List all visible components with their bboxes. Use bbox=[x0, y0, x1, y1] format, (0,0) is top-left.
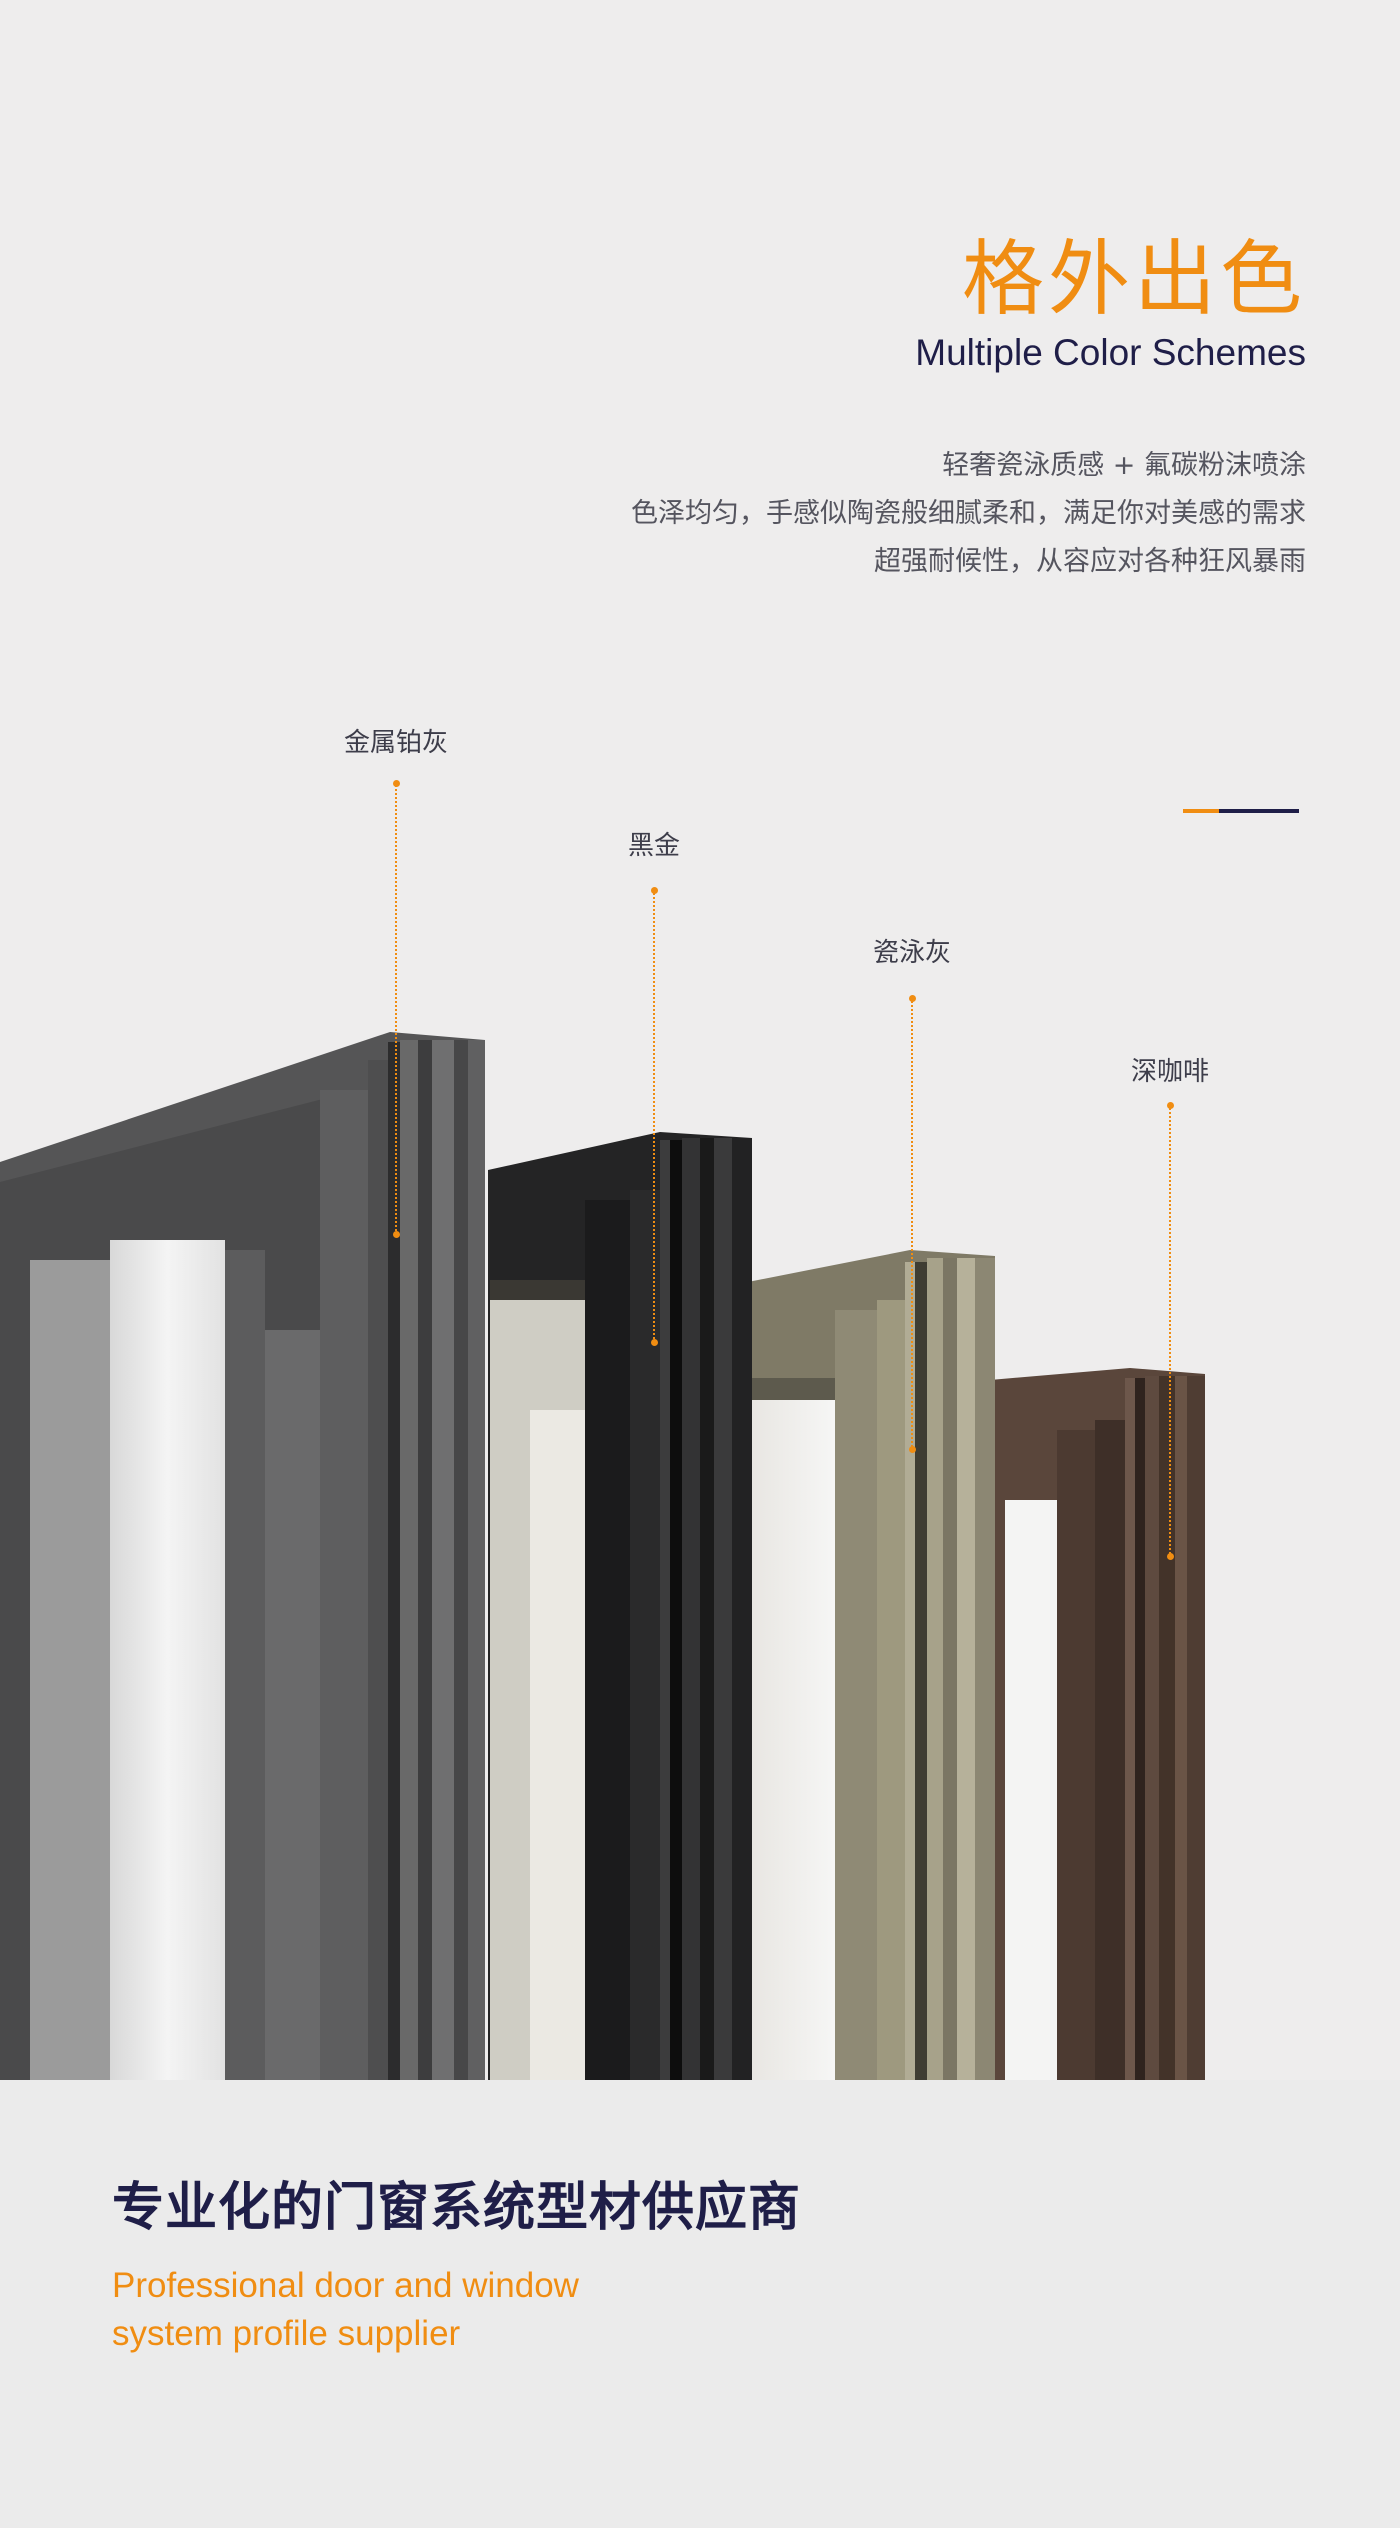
leader-dot bbox=[909, 1446, 916, 1453]
slogan-line: Professional door and window bbox=[112, 2266, 579, 2305]
frame-black-gold bbox=[488, 1132, 752, 2080]
leader-dot bbox=[909, 995, 916, 1002]
decorative-line-navy bbox=[1219, 809, 1299, 813]
color-label-deep-coffee: 深咖啡 bbox=[1130, 1057, 1210, 1087]
frame-platinum-grey bbox=[0, 1032, 485, 2080]
description-line: 超强耐候性，从容应对各种狂风暴雨 bbox=[874, 546, 1306, 577]
frame-deep-coffee bbox=[990, 1368, 1205, 2080]
page-title: 格外出色 bbox=[961, 232, 1306, 327]
slogan-line: system profile supplier bbox=[112, 2314, 461, 2353]
description: 轻奢瓷泳质感 + 氟碳粉沫喷涂 色泽均匀，手感似陶瓷般细腻柔和，满足你对美感的需… bbox=[631, 442, 1306, 586]
footer-section bbox=[0, 2080, 1400, 2528]
frame-porcelain-grey bbox=[748, 1250, 995, 2080]
description-line: 轻奢瓷泳质感 + 氟碳粉沫喷涂 bbox=[942, 450, 1306, 481]
page-subtitle: Multiple Color Schemes bbox=[915, 332, 1306, 373]
leader-line bbox=[395, 782, 397, 1234]
description-line: 色泽均匀，手感似陶瓷般细腻柔和，满足你对美感的需求 bbox=[631, 498, 1306, 529]
leader-dot bbox=[393, 1231, 400, 1238]
color-label-porcelain-grey: 瓷泳灰 bbox=[872, 938, 952, 968]
leader-dot bbox=[651, 887, 658, 894]
leader-dot bbox=[1167, 1553, 1174, 1560]
color-label-black-gold: 黑金 bbox=[627, 831, 681, 861]
leader-dot bbox=[651, 1339, 658, 1346]
decorative-line-accent bbox=[1183, 809, 1219, 813]
color-label-platinum-grey: 金属铂灰 bbox=[343, 728, 449, 758]
leader-line bbox=[1169, 1105, 1171, 1557]
leader-dot bbox=[393, 780, 400, 787]
leader-line bbox=[653, 890, 655, 1343]
window-frames-illustration bbox=[0, 1032, 1205, 2080]
leader-dot bbox=[1167, 1102, 1174, 1109]
slogan-title: 专业化的门窗系统型材供应商 bbox=[112, 2178, 802, 2238]
leader-line bbox=[911, 998, 913, 1450]
slogan-subtitle: Professional door and window system prof… bbox=[112, 2262, 579, 2358]
